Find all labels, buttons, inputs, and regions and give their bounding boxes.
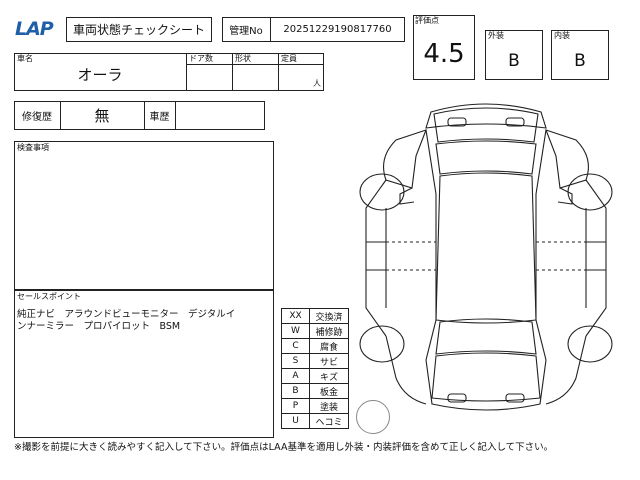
car-diagram <box>359 103 613 411</box>
capacity-unit: 人 <box>313 79 321 88</box>
exterior-grade-label: 外装 <box>488 31 504 40</box>
car-rear-window <box>435 318 537 355</box>
legend-meaning: 塗装 <box>309 398 349 414</box>
management-number-value: 20251229190817760 <box>283 24 392 35</box>
interior-grade-value: B <box>574 51 586 71</box>
door-count-label: ドア数 <box>189 54 213 63</box>
exterior-grade-box <box>485 30 543 80</box>
legend-meaning: 腐食 <box>309 338 349 354</box>
management-number-label: 管理No <box>229 26 263 37</box>
rating-score-box <box>413 15 475 80</box>
history-box <box>14 101 265 130</box>
car-roof <box>435 172 537 324</box>
inspection-label: 検査事項 <box>17 143 49 152</box>
title-box <box>66 17 212 42</box>
legend-code: S <box>281 353 310 369</box>
repair-history-label: 修復歴 <box>22 112 52 123</box>
legend-code: A <box>281 368 310 384</box>
legend-code: U <box>281 413 310 429</box>
car-bonnet <box>433 107 539 143</box>
legend-meaning: キズ <box>309 368 349 384</box>
wheel-front-right <box>567 173 613 211</box>
car-front-left-fender <box>383 129 427 189</box>
car-history-label: 車歴 <box>149 112 170 123</box>
legend-code: B <box>281 383 310 399</box>
car-left-side <box>365 179 387 337</box>
footer-note: ※撮影を前提に大きく読みやすく記入して下さい。評価点はLAA基準を適用し外装・内… <box>14 442 554 453</box>
legend-code: P <box>281 398 310 414</box>
exterior-grade-value: B <box>508 51 520 71</box>
legend-meaning: 補修跡 <box>309 323 349 339</box>
wheel-rear-left <box>359 325 405 363</box>
inspection-box <box>14 141 274 290</box>
interior-grade-label: 内装 <box>554 31 570 40</box>
capacity-label: 定員 <box>281 54 297 63</box>
legend-code: C <box>281 338 310 354</box>
sheet-title: 車両状態チェックシート <box>72 23 205 37</box>
wheel-front-left <box>359 173 405 211</box>
legend-meaning: サビ <box>309 353 349 369</box>
car-rear-bumper <box>425 359 547 411</box>
repair-history-value: 無 <box>94 107 110 125</box>
car-name-value: オーラ <box>77 65 123 84</box>
car-right-side <box>585 179 607 337</box>
rating-score-value: 4.5 <box>423 39 465 69</box>
interior-grade-box <box>551 30 609 80</box>
wheel-rear-right <box>567 325 613 363</box>
sales-point-text-line2: ンナーミラー プロパイロット BSM <box>17 321 181 332</box>
legend-meaning: ヘコミ <box>309 413 349 429</box>
empty-circle <box>356 400 390 434</box>
body-shape-label: 形状 <box>235 54 251 63</box>
svg-text:LAP: LAP <box>15 18 54 40</box>
car-windshield <box>435 140 537 175</box>
car-trunk <box>431 352 541 402</box>
rating-score-label: 評価点 <box>415 16 439 25</box>
car-name-label: 車名 <box>17 54 33 63</box>
sales-point-label: セールスポイント <box>17 292 81 301</box>
legend-code: W <box>281 323 310 339</box>
car-front-right-fender <box>545 129 589 189</box>
legend-code: XX <box>281 308 310 324</box>
legend-meaning: 交換済 <box>309 308 349 324</box>
car-front-bumper <box>425 103 547 129</box>
sales-point-box <box>14 290 274 438</box>
legend-meaning: 板金 <box>309 383 349 399</box>
sales-point-text-line1: 純正ナビ アラウンドビューモニター デジタルイ <box>17 309 236 320</box>
laa-logo: LAP <box>14 16 68 40</box>
vehicle-info-box <box>14 53 324 91</box>
management-number-box <box>222 17 405 42</box>
